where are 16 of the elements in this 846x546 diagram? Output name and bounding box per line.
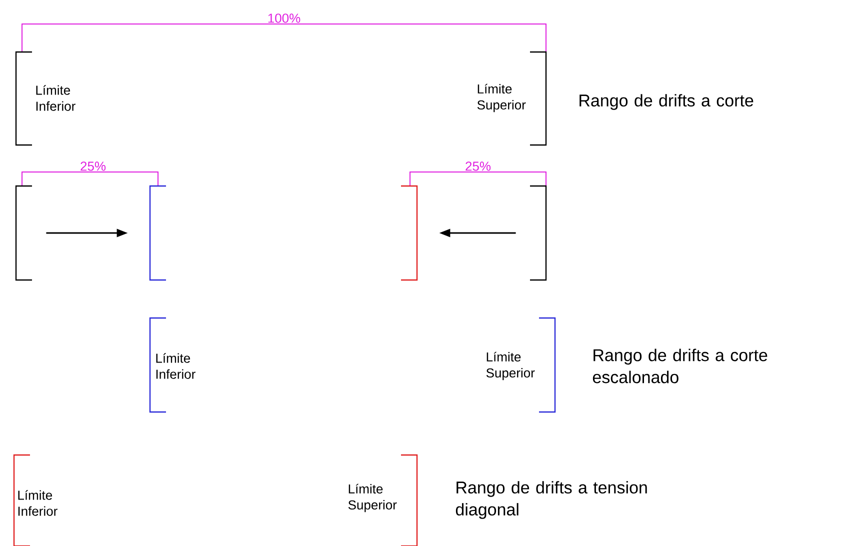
- limit-label: Límite Inferior: [18, 490, 58, 516]
- dimension-label: 100%: [268, 14, 300, 23]
- bracket: [401, 185, 418, 281]
- dimension-label: 25%: [466, 162, 491, 171]
- limit-label: Límite Superior: [477, 84, 526, 112]
- limit-label: Límite Superior: [486, 352, 535, 380]
- range-label: Rango de drifts a corte escalonado: [592, 348, 768, 384]
- range-label: Rango de drifts a tension diagonal: [456, 481, 647, 519]
- limit-label: Límite Inferior: [156, 353, 196, 379]
- limit-label: Límite Inferior: [36, 85, 76, 111]
- dimension-label: 25%: [80, 162, 106, 171]
- range-label: Rango de drifts a corte: [580, 94, 754, 110]
- bracket: [15, 185, 32, 281]
- limit-label: Límite Superior: [348, 484, 397, 512]
- bracket: [149, 185, 166, 281]
- bracket: [530, 185, 547, 281]
